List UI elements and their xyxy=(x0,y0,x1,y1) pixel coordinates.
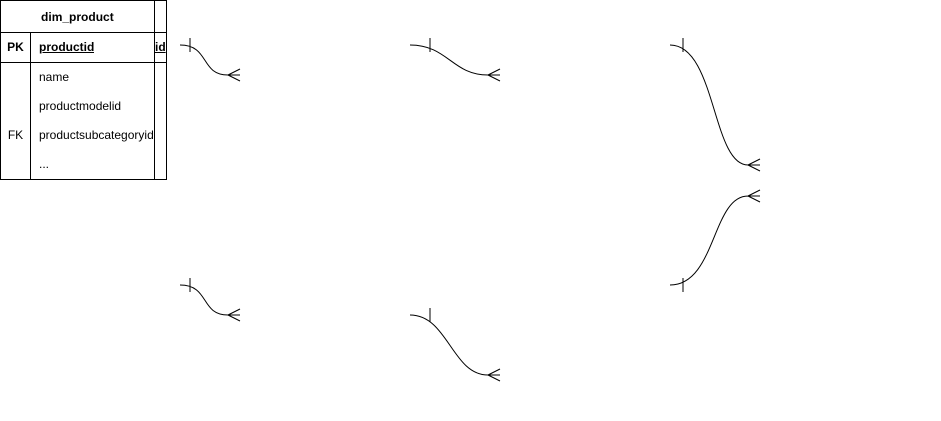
connector-productcategory-subcategory xyxy=(179,278,241,322)
connector-address-fctsales xyxy=(669,38,761,172)
field-name: productsubcategoryid xyxy=(39,128,154,142)
pk-badge: PK xyxy=(1,33,31,62)
table-row: PK productid xyxy=(1,33,154,63)
field-name: productmodelid xyxy=(39,99,122,113)
table-title-text: dim_product xyxy=(41,9,114,24)
table-row: ... xyxy=(1,150,154,179)
field-name: name xyxy=(39,70,70,84)
table-title: dim_product xyxy=(1,1,154,33)
connector-subcategory-product xyxy=(409,308,501,382)
key-badge xyxy=(1,150,31,179)
table-dim-product: dim_product PK productid name productmod… xyxy=(0,0,155,180)
connector-product-fctsales xyxy=(669,189,761,292)
key-badge xyxy=(1,63,31,92)
table-row: productmodelid xyxy=(1,92,154,121)
table-row: FK productsubcategoryid xyxy=(1,121,154,150)
field-name: ... xyxy=(39,157,50,171)
connector-stateprovince-address xyxy=(409,38,501,82)
table-row: name xyxy=(1,63,154,92)
fk-badge: FK xyxy=(1,121,31,150)
field-name: productid xyxy=(39,40,95,54)
key-badge xyxy=(1,92,31,121)
connector-countryregion-stateprovince xyxy=(179,38,241,82)
